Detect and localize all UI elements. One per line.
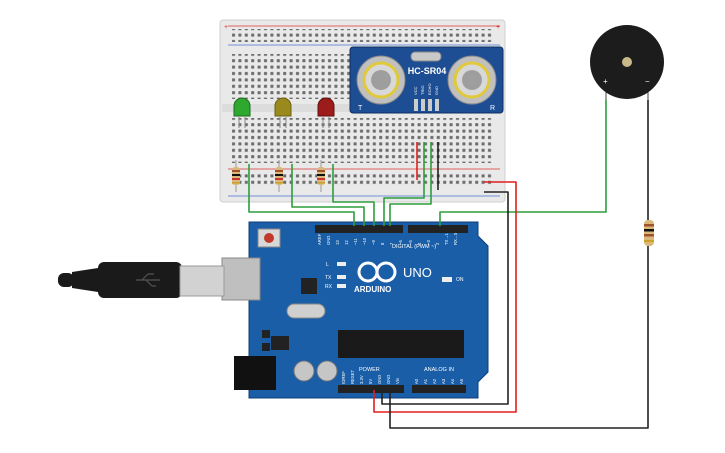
sensor-corner-t: T xyxy=(358,105,363,112)
sensor-pin-vcc: VCC xyxy=(413,86,418,95)
pin-label: Vin xyxy=(395,377,400,384)
arduino-led-tx: TX xyxy=(325,275,332,281)
arduino-analog-label: ANALOG IN xyxy=(424,367,454,373)
resistor-1 xyxy=(232,160,240,192)
pin-label: A5 xyxy=(459,378,464,384)
pin-label: ~6 xyxy=(398,240,403,245)
wire-black-gnd-rail xyxy=(381,191,509,405)
pin-label: 2 xyxy=(435,242,440,245)
arduino-model: UNO xyxy=(403,265,432,280)
arduino-power-label: POWER xyxy=(359,367,380,373)
usb-cable xyxy=(58,262,225,298)
pin-label: A0 xyxy=(414,378,419,384)
usb-icon xyxy=(136,273,160,287)
wire-black-buzzer-return xyxy=(389,246,649,429)
pin-label: 8 xyxy=(380,242,385,245)
piezo-buzzer: + − xyxy=(590,25,664,100)
pin-label: ~3 xyxy=(426,240,431,245)
led-yellow xyxy=(274,97,292,128)
pin-label: ~11 xyxy=(353,238,358,245)
pin-label: GND xyxy=(386,375,391,384)
arduino-uno: ARDUINO UNO DIGITAL (PWM ~) ON L TX RX P… xyxy=(221,221,489,399)
arduino-on-label: ON xyxy=(456,277,464,283)
ultrasonic-sensor: HC-SR04 T R VCC TRIG ECHO GND xyxy=(349,46,504,114)
wires xyxy=(248,100,649,429)
wire-green-buzzer xyxy=(439,100,607,226)
pin-label: ~9 xyxy=(371,240,376,245)
led-red xyxy=(317,97,335,128)
wire-green-led3 xyxy=(332,164,375,226)
resistor-buzzer xyxy=(644,220,654,246)
pin-label: IOREF xyxy=(341,371,346,384)
wire-green-trig xyxy=(383,142,425,226)
sensor-corner-r: R xyxy=(490,105,495,112)
pin-label: 5V xyxy=(368,379,373,384)
arduino-digital-label: DIGITAL (PWM ~) xyxy=(392,244,436,250)
led-green xyxy=(233,97,251,128)
svg-text:+: + xyxy=(224,24,228,31)
buzzer-minus: − xyxy=(645,77,650,86)
arduino-logo-icon xyxy=(357,261,397,283)
arduino-brand: ARDUINO xyxy=(354,285,391,294)
arduino-led-rx: RX xyxy=(325,284,333,290)
arduino-analog-pin-labels: A0 A1 A2 A3 A4 A5 xyxy=(414,378,464,384)
arduino-digital-pin-labels: AREF GND 13 12 ~11 ~10 ~9 8 7 ~6 ~5 4 ~3 2 TX→1 RX←0 xyxy=(317,232,458,245)
arduino-power-pin-labels: IOREF RESET 3.3V 5V GND GND Vin xyxy=(341,370,400,384)
svg-text:+: + xyxy=(496,24,500,31)
resistor-3 xyxy=(317,160,325,192)
sensor-pin-echo: ECHO xyxy=(427,83,432,95)
sensor-label: HC-SR04 xyxy=(408,66,447,76)
pin-label: 13 xyxy=(335,240,340,245)
wire-red-5v xyxy=(373,181,517,413)
pin-label: AREF xyxy=(317,233,322,245)
resistor-2 xyxy=(275,160,283,192)
pin-label: 3.3V xyxy=(359,375,364,384)
pin-label: GND xyxy=(326,236,331,245)
pin-label: A2 xyxy=(432,378,437,384)
pin-label: A1 xyxy=(423,378,428,384)
buzzer-plus: + xyxy=(603,77,608,86)
pin-label: ~5 xyxy=(408,240,413,245)
sensor-pin-trig: TRIG xyxy=(420,85,425,95)
pin-label: RX←0 xyxy=(453,232,458,245)
sensor-pin-gnd: GND xyxy=(434,86,439,95)
pin-label: TX→1 xyxy=(444,232,449,245)
wire-green-led1 xyxy=(248,164,355,226)
wire-green-echo xyxy=(389,142,432,226)
pin-label: A4 xyxy=(450,378,455,384)
pin-label: 12 xyxy=(344,240,349,245)
wire-green-led2 xyxy=(291,164,365,226)
pin-label: GND xyxy=(377,375,382,384)
pin-label: A3 xyxy=(441,378,446,384)
pin-label: ~10 xyxy=(362,237,367,245)
pin-label: 7 xyxy=(389,242,394,245)
pin-label: RESET xyxy=(350,370,355,384)
arduino-led-l: L xyxy=(326,262,329,268)
pin-label: 4 xyxy=(417,242,422,245)
